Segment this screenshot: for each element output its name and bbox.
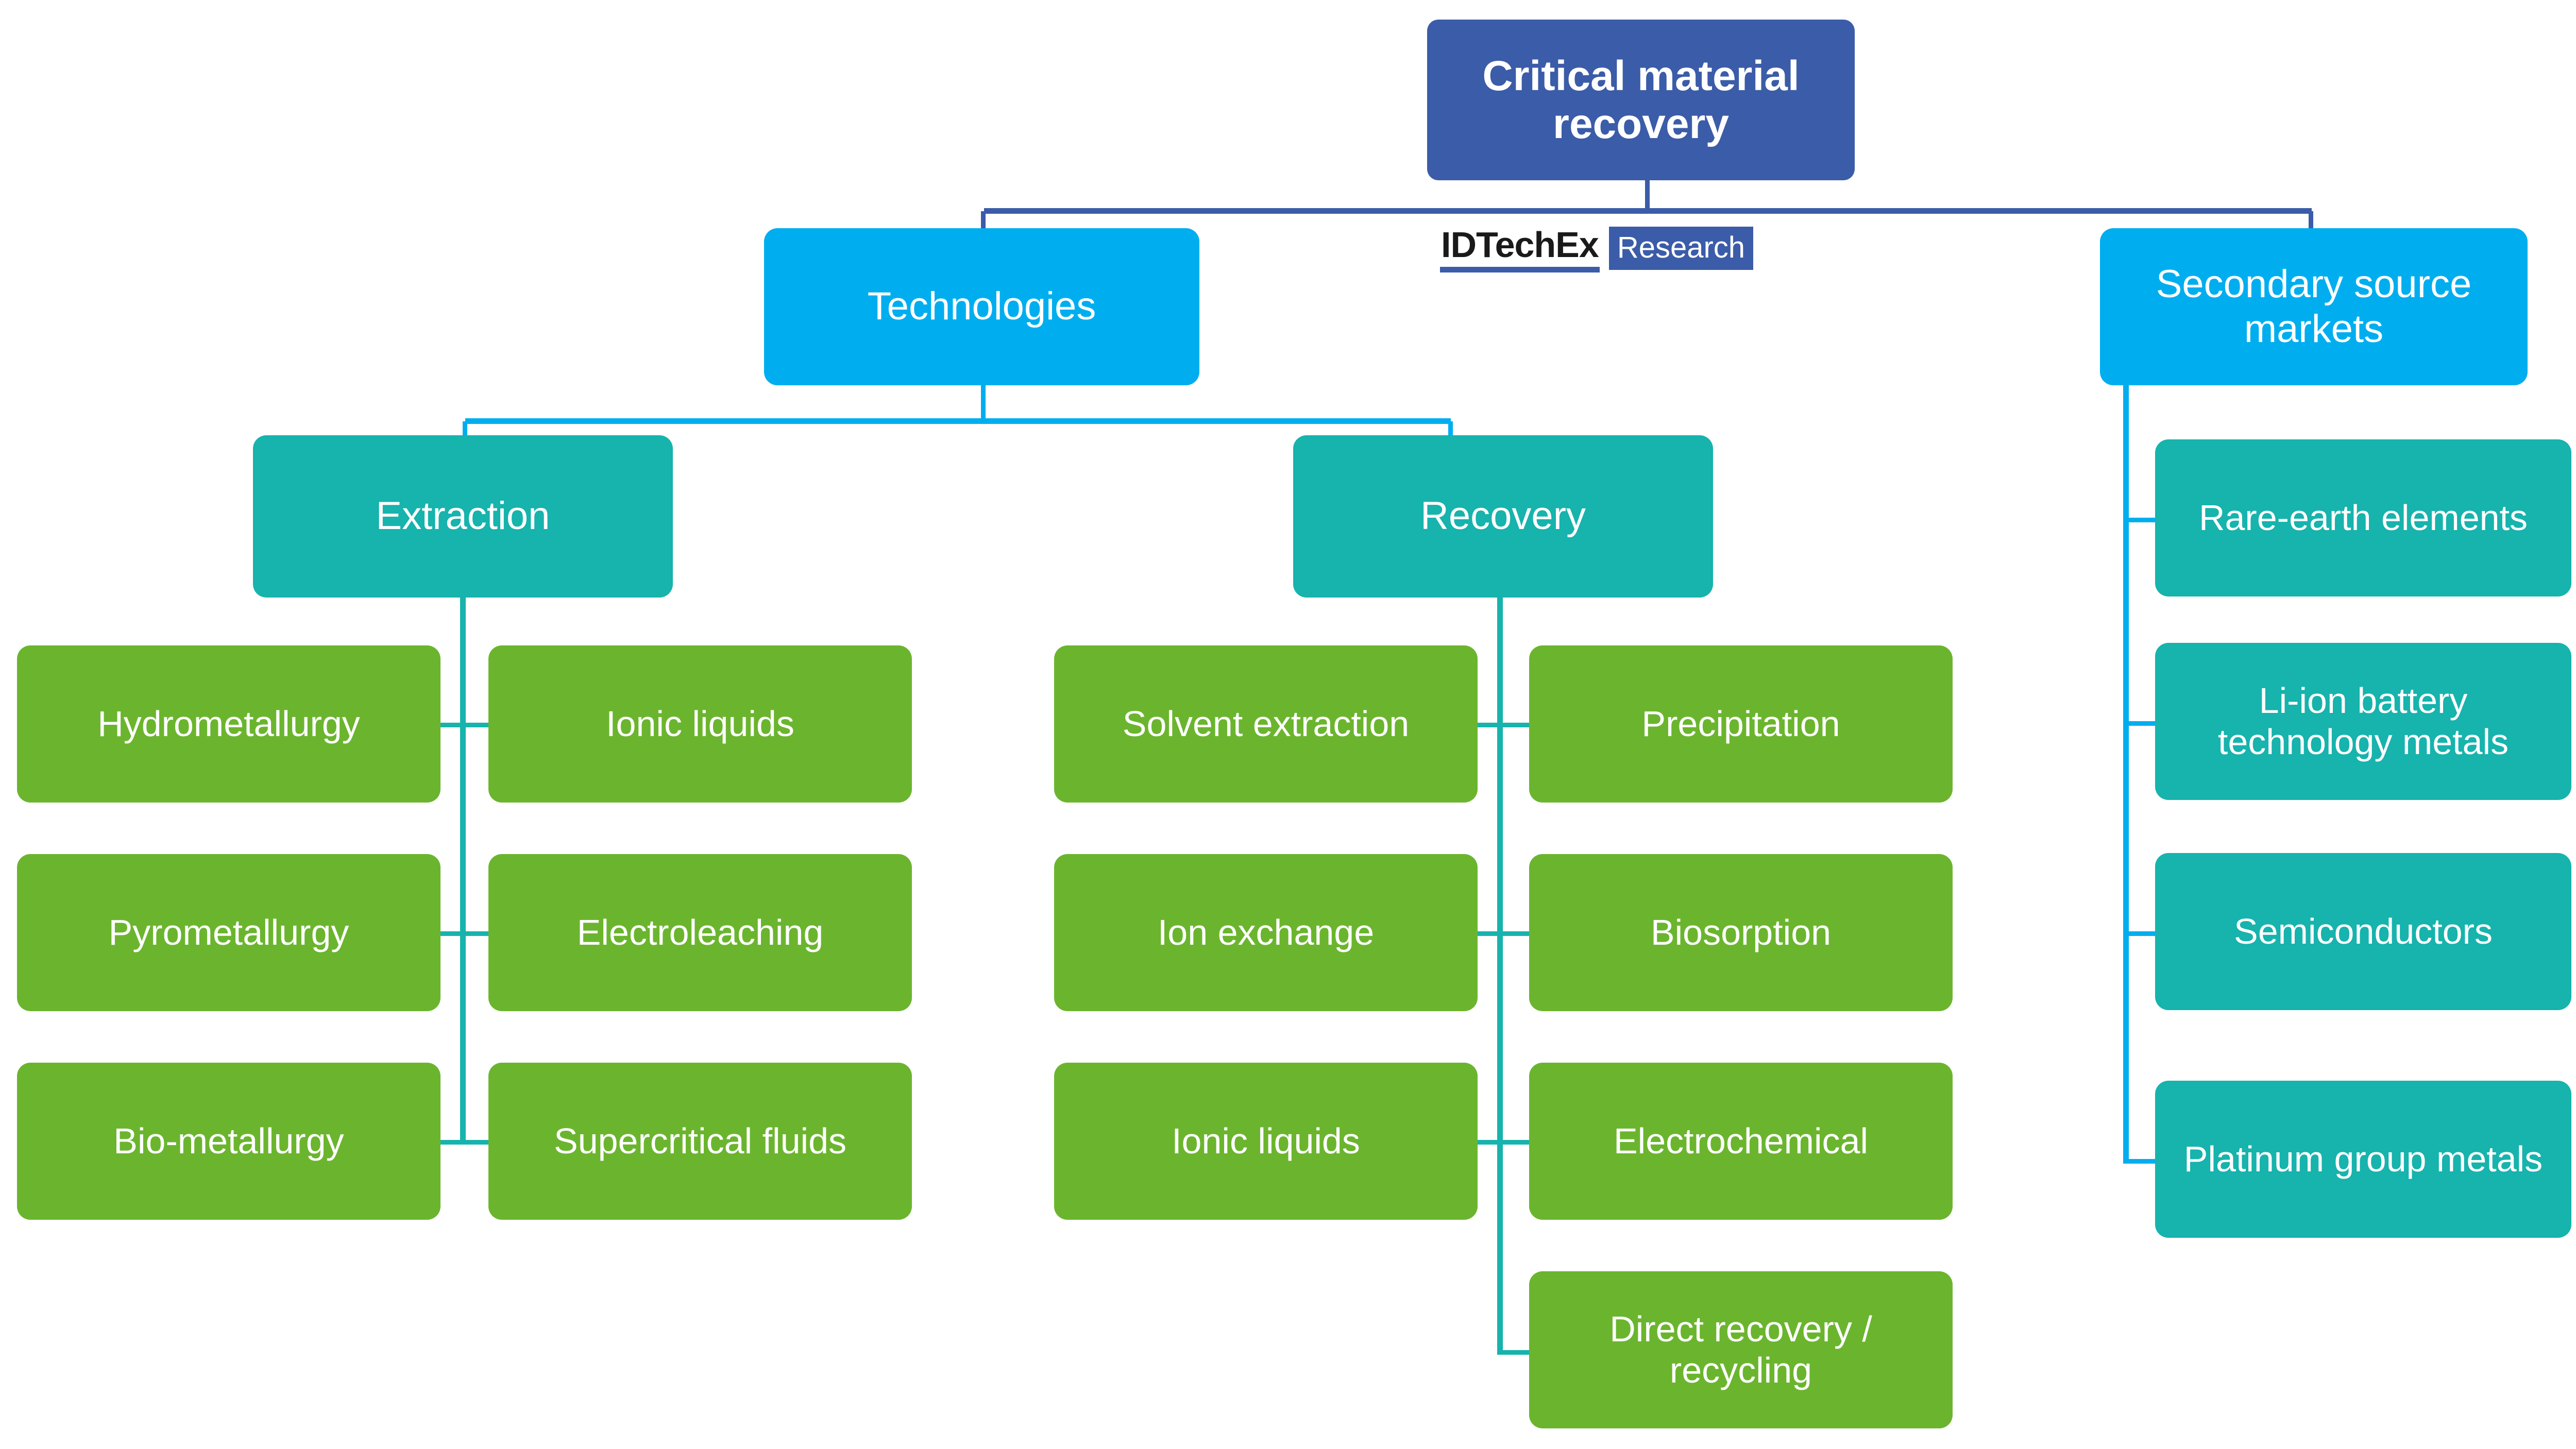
connector-markets-spine <box>2123 385 2129 1164</box>
connector-root-stem <box>1645 179 1650 211</box>
connector-markets-stub-4 <box>2123 1159 2155 1164</box>
node-li-ion-battery-technology-metals[interactable]: Li-ion battery technology metals <box>2155 643 2571 800</box>
connector-root-bar <box>984 208 2312 214</box>
connector-extraction-stub-right-3 <box>460 1140 488 1145</box>
node-technologies[interactable]: Technologies <box>764 228 1199 385</box>
connector-extraction-stub-left-1 <box>440 723 465 727</box>
idtechex-research-logo: IDTechEx Research <box>1440 227 1754 272</box>
node-semiconductors[interactable]: Semiconductors <box>2155 853 2571 1010</box>
connector-recovery-stub-right-3 <box>1497 1140 1529 1145</box>
node-extraction[interactable]: Extraction <box>253 435 673 598</box>
node-root[interactable]: Critical material recovery <box>1427 20 1855 180</box>
node-ionic-liquids-extraction[interactable]: Ionic liquids <box>488 645 912 803</box>
connector-recovery-stub-left-2 <box>1478 931 1502 936</box>
connector-extraction-stub-left-3 <box>440 1140 465 1145</box>
idtechex-underline <box>1440 267 1600 272</box>
node-precipitation[interactable]: Precipitation <box>1529 645 1953 803</box>
node-ion-exchange[interactable]: Ion exchange <box>1054 854 1478 1011</box>
node-supercritical-fluids[interactable]: Supercritical fluids <box>488 1063 912 1220</box>
node-recovery[interactable]: Recovery <box>1293 435 1713 598</box>
connector-technologies-to-recovery <box>1448 421 1453 442</box>
connector-recovery-stub-right-1 <box>1497 723 1529 727</box>
node-rare-earth-elements[interactable]: Rare-earth elements <box>2155 439 2571 596</box>
node-hydrometallurgy[interactable]: Hydrometallurgy <box>17 645 440 803</box>
connector-recovery-stub-left-3 <box>1478 1140 1502 1145</box>
connector-technologies-to-extraction <box>463 421 467 442</box>
connector-markets-stub-2 <box>2123 721 2155 726</box>
node-platinum-group-metals[interactable]: Platinum group metals <box>2155 1081 2571 1238</box>
node-pyrometallurgy[interactable]: Pyrometallurgy <box>17 854 440 1011</box>
connector-technologies-bar <box>465 418 1451 424</box>
connector-recovery-spine <box>1497 598 1503 1355</box>
connector-extraction-stub-right-1 <box>460 723 488 727</box>
connector-recovery-stub-left-1 <box>1478 723 1502 727</box>
node-solvent-extraction[interactable]: Solvent extraction <box>1054 645 1478 803</box>
research-badge: Research <box>1608 227 1754 270</box>
idtechex-wordmark: IDTechEx <box>1440 227 1600 272</box>
connector-markets-stub-1 <box>2123 518 2155 522</box>
node-electroleaching[interactable]: Electroleaching <box>488 854 912 1011</box>
connector-technologies-stem <box>981 385 986 421</box>
connector-extraction-stub-left-2 <box>440 931 465 936</box>
node-ionic-liquids-recovery[interactable]: Ionic liquids <box>1054 1063 1478 1220</box>
node-bio-metallurgy[interactable]: Bio-metallurgy <box>17 1063 440 1220</box>
connector-markets-stub-3 <box>2123 931 2155 936</box>
connector-extraction-stub-right-2 <box>460 931 488 936</box>
connector-extraction-spine <box>460 598 466 1144</box>
connector-root-to-technologies <box>981 211 986 232</box>
node-direct-recovery-recycling[interactable]: Direct recovery / recycling <box>1529 1271 1953 1428</box>
connector-recovery-stub-right-2 <box>1497 931 1529 936</box>
node-biosorption[interactable]: Biosorption <box>1529 854 1953 1011</box>
connector-root-to-markets <box>2309 211 2313 232</box>
idtechex-wordmark-text: IDTechEx <box>1441 225 1599 265</box>
connector-recovery-stub-right-4 <box>1497 1350 1529 1355</box>
node-secondary-source-markets[interactable]: Secondary source markets <box>2100 228 2528 385</box>
node-electrochemical[interactable]: Electrochemical <box>1529 1063 1953 1220</box>
